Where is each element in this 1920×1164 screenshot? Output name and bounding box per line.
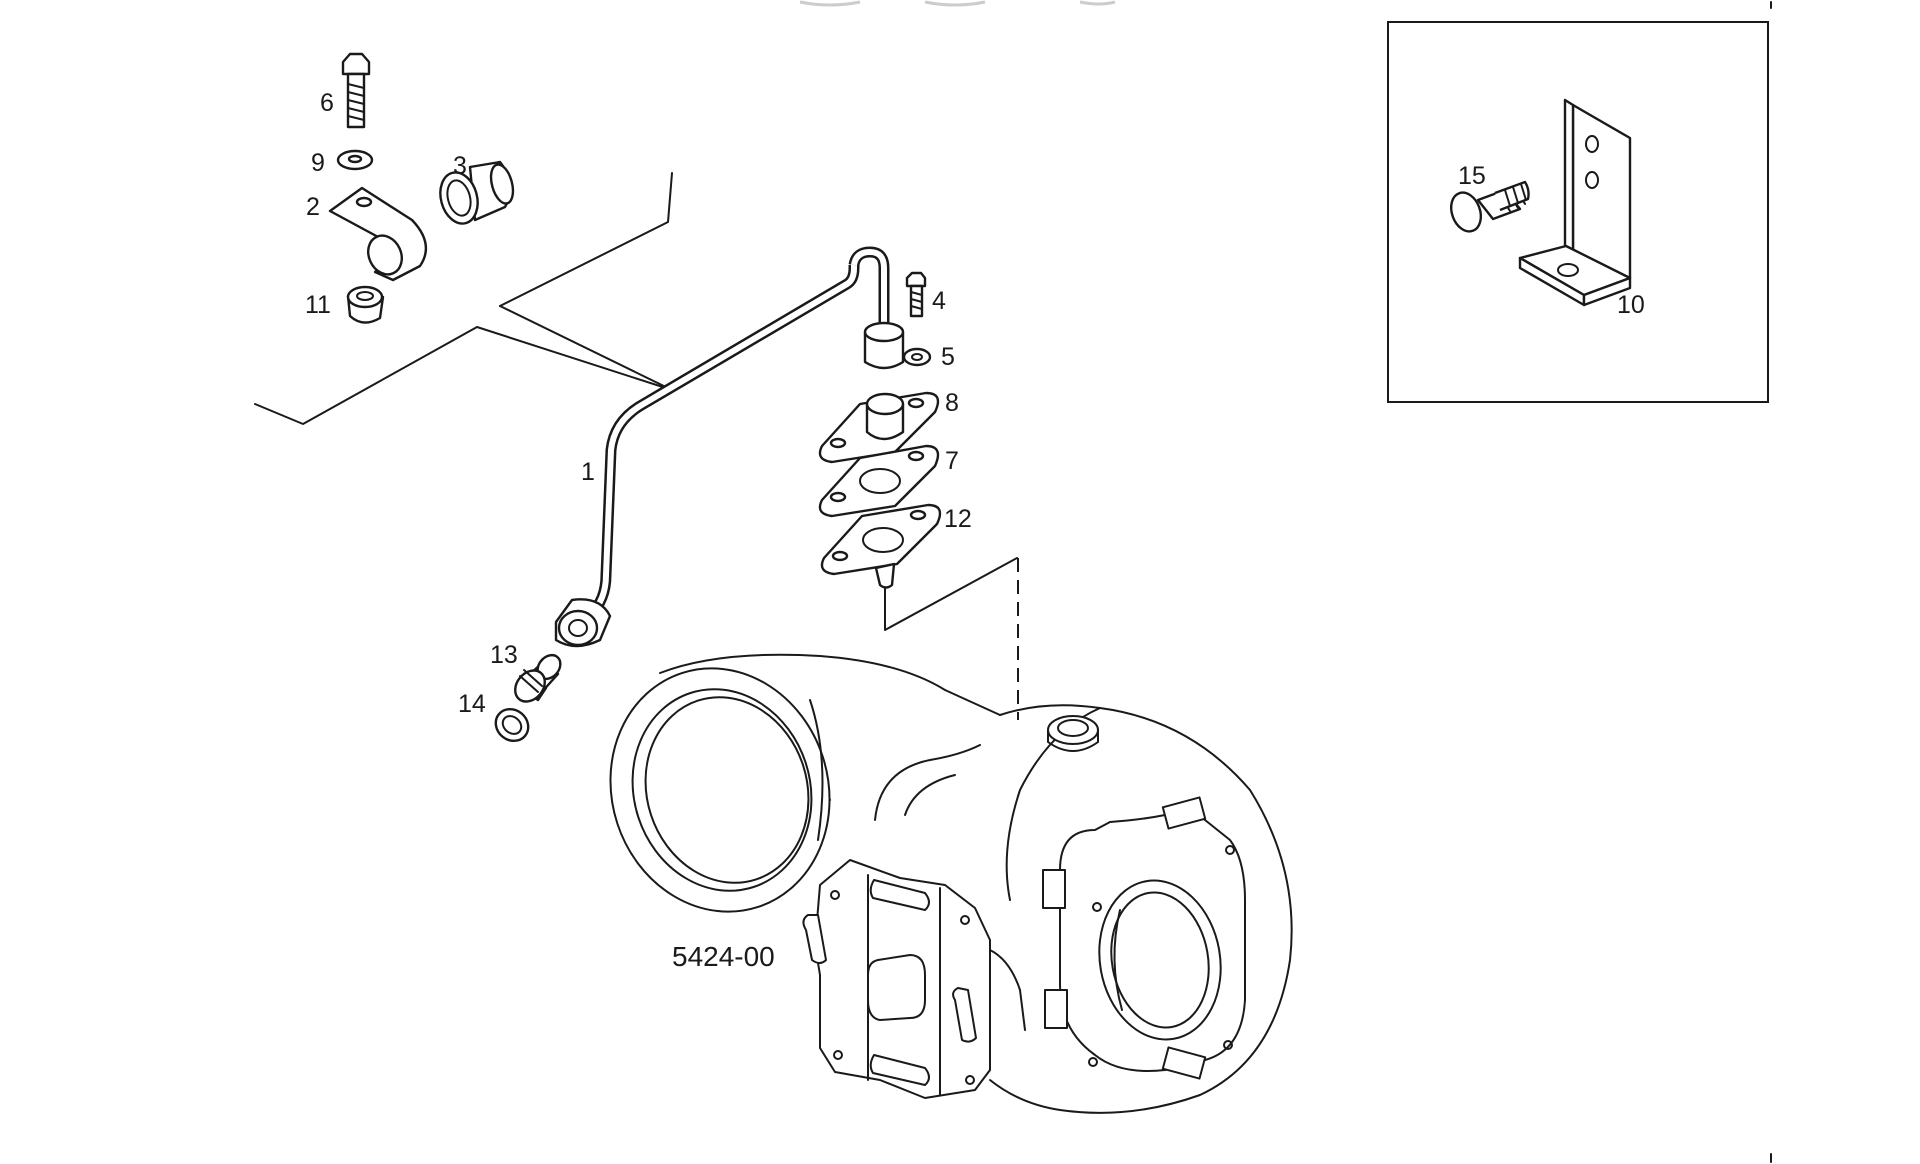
bolt-part-4[interactable] (905, 271, 927, 318)
gasket-part-12[interactable] (820, 503, 942, 589)
oil-pipe-part-1[interactable] (554, 246, 905, 648)
engine-outline (254, 172, 673, 425)
clamp-part-2[interactable] (328, 186, 428, 282)
top-edge-artifacts (799, 0, 1772, 1163)
callout-2: 2 (306, 193, 320, 221)
callout-15: 15 (1458, 162, 1486, 190)
bolt-part-6[interactable] (341, 52, 371, 129)
callout-6: 6 (320, 89, 334, 117)
flange-part-8[interactable] (818, 391, 940, 464)
callout-11: 11 (305, 291, 331, 319)
diagram-reference-code: 5424-00 (672, 941, 775, 972)
screw-part-15[interactable] (1446, 180, 1530, 236)
callout-10: 10 (1617, 291, 1645, 319)
nut-part-11[interactable] (346, 285, 385, 324)
callout-12: 12 (944, 505, 972, 533)
gasket-part-7[interactable] (818, 444, 940, 518)
alignment-leader (884, 557, 1019, 720)
callout-4: 4 (932, 287, 946, 315)
callout-9: 9 (311, 149, 325, 177)
callout-5: 5 (941, 343, 955, 371)
washer-part-5[interactable] (902, 347, 932, 367)
callout-8: 8 (945, 389, 959, 417)
washer-part-9[interactable] (336, 149, 374, 171)
callout-1: 1 (581, 458, 595, 486)
callout-7: 7 (945, 447, 959, 475)
adapter-fitting-part-13[interactable] (509, 651, 565, 708)
callout-14: 14 (458, 690, 486, 718)
bracket-part-10[interactable] (1518, 98, 1632, 307)
callout-labels: 1 2 3 4 5 6 7 8 9 10 11 12 13 14 15 5424… (305, 89, 1645, 972)
sleeve-part-3[interactable] (435, 160, 517, 228)
callout-3: 3 (453, 152, 467, 180)
inset-box (1387, 21, 1769, 403)
sealing-ring-part-14[interactable] (489, 703, 534, 748)
turbocharger-assembly[interactable] (579, 640, 1293, 1114)
callout-13: 13 (490, 641, 518, 669)
